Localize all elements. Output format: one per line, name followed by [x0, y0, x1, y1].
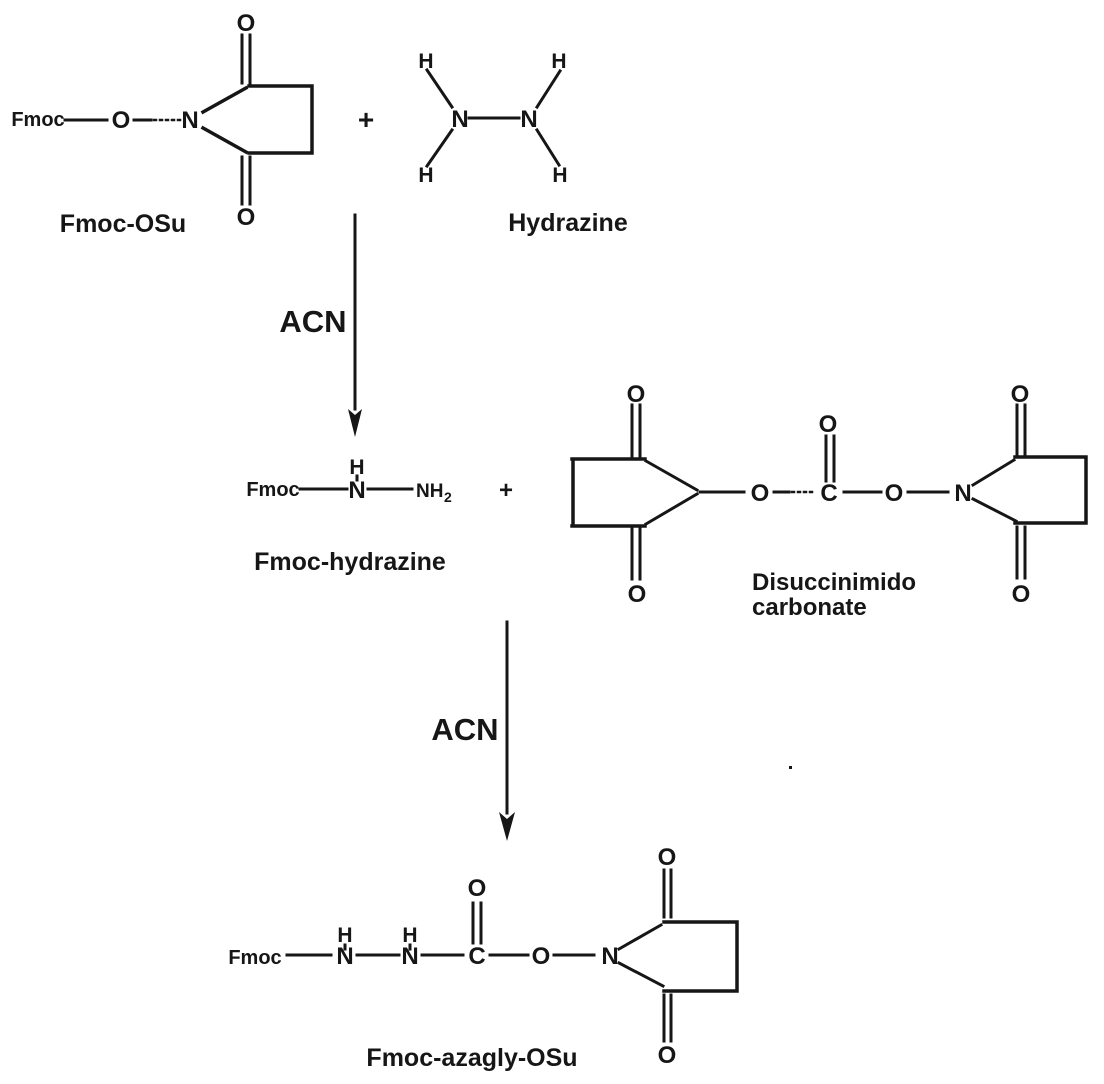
- product-n2-atom: N: [401, 943, 418, 970]
- dsc-right-double-bond-bottom: [1015, 525, 1027, 580]
- dsc-c-center-atom: C: [820, 480, 837, 507]
- product-o-carbonyl-atom: O: [468, 875, 487, 902]
- dsc-left-ring: [570, 457, 647, 528]
- hydrazine-h-top-right-atom: H: [551, 50, 566, 73]
- dsc-left-double-bond-bottom: [630, 527, 642, 581]
- hydrazine-h-bottom-left-atom: H: [418, 164, 433, 187]
- fmoc-osu-name-label: Fmoc-OSu: [60, 210, 186, 238]
- arrow2-head: [499, 812, 515, 841]
- scan-speck: [789, 766, 792, 769]
- fmoc-hydrazine-name-label: Fmoc-hydrazine: [254, 548, 446, 576]
- fmoc-hydrazine-fmoc-label: Fmoc: [246, 479, 299, 501]
- dsc-o-ester-right-atom: O: [885, 480, 904, 507]
- product-double-bond-top: [662, 868, 673, 919]
- hydrazine-n-left-atom: N: [451, 106, 468, 133]
- dsc-n-ring-atom: N: [954, 480, 971, 507]
- plus-sign-top: +: [358, 104, 374, 135]
- arrow2-reagent-label: ACN: [431, 712, 498, 747]
- dsc-right-double-bond-top: [1015, 403, 1027, 456]
- hydrazine-bonds: [424, 67, 563, 169]
- hydrazine-n-right-atom: N: [520, 106, 537, 133]
- fmoc-hydrazine-bonds: [298, 474, 414, 491]
- dsc-o-left-top-atom: O: [627, 381, 646, 408]
- product-c-atom: C: [468, 943, 485, 970]
- product-o-ester-atom: O: [532, 943, 551, 970]
- product-o-ring-top-atom: O: [658, 844, 677, 871]
- hydrazine-name-label: Hydrazine: [508, 209, 628, 237]
- fmoc-osu-double-bond-top: [240, 33, 252, 85]
- product-n-ring-atom: N: [601, 943, 618, 970]
- product-nh-ticks: [343, 943, 412, 951]
- product-name-label: Fmoc-azagly-OSu: [366, 1044, 577, 1072]
- hydrazine-h-top-left-atom: H: [418, 50, 433, 73]
- product-carbonyl-double-bond: [471, 901, 483, 945]
- dsc-left-double-bond-top: [630, 403, 642, 458]
- product-succinimide-ring: [662, 920, 739, 993]
- fmoc-hydrazine-n-atom: N: [348, 477, 365, 504]
- dsc-o-carbonyl-atom: O: [819, 411, 838, 438]
- fmoc-hydrazine-nh-atom: NH: [416, 481, 443, 502]
- fmoc-hydrazine-nh-subscript: 2: [444, 489, 452, 505]
- arrow1-head: [348, 409, 362, 437]
- bond-layer: [63, 33, 1088, 1043]
- text-layer: Fmoc O N O O Fmoc-OSu + N N H H H H Hydr…: [11, 10, 1030, 1072]
- fmoc-hydrazine-h-atom: H: [349, 456, 364, 479]
- product-double-bond-bottom: [662, 993, 673, 1043]
- dsc-name-label-line2: carbonate: [752, 594, 867, 621]
- dsc-o-left-bottom-atom: O: [628, 581, 647, 608]
- dsc-name-label-line1: Disuccinimido: [752, 569, 916, 596]
- product-h2-atom: H: [402, 924, 417, 947]
- fmoc-osu-o-top-atom: O: [237, 10, 256, 37]
- dsc-right-ring: [1013, 455, 1088, 525]
- hydrazine-h-bottom-right-atom: H: [552, 164, 567, 187]
- dsc-o-right-bottom-atom: O: [1012, 581, 1031, 608]
- dsc-o-right-top-atom: O: [1011, 381, 1030, 408]
- arrowhead-layer: [348, 409, 792, 841]
- product-fmoc-label: Fmoc: [228, 947, 281, 969]
- fmoc-osu-n-ring-atom: N: [181, 107, 198, 134]
- fmoc-osu-fmoc-label: Fmoc: [11, 109, 64, 131]
- arrow1-reagent-label: ACN: [279, 304, 346, 339]
- product-h1-atom: H: [337, 924, 352, 947]
- fmoc-osu-double-bond-bottom: [240, 155, 252, 206]
- dsc-carbonyl-double-bond: [824, 434, 836, 483]
- plus-sign-middle: +: [499, 477, 513, 504]
- product-o-ring-bottom-atom: O: [658, 1042, 677, 1069]
- product-ring-diagonals: [616, 922, 666, 989]
- fmoc-osu-o-link-atom: O: [112, 107, 131, 134]
- dsc-left-ring-diagonals: [643, 458, 700, 527]
- fmoc-osu-o-bottom-atom: O: [237, 204, 256, 231]
- dsc-right-ring-diagonals: [970, 457, 1019, 524]
- fmoc-osu-succinimide-ring: [200, 84, 314, 155]
- dsc-o-ester-left-atom: O: [751, 480, 770, 507]
- product-n1-atom: N: [336, 943, 353, 970]
